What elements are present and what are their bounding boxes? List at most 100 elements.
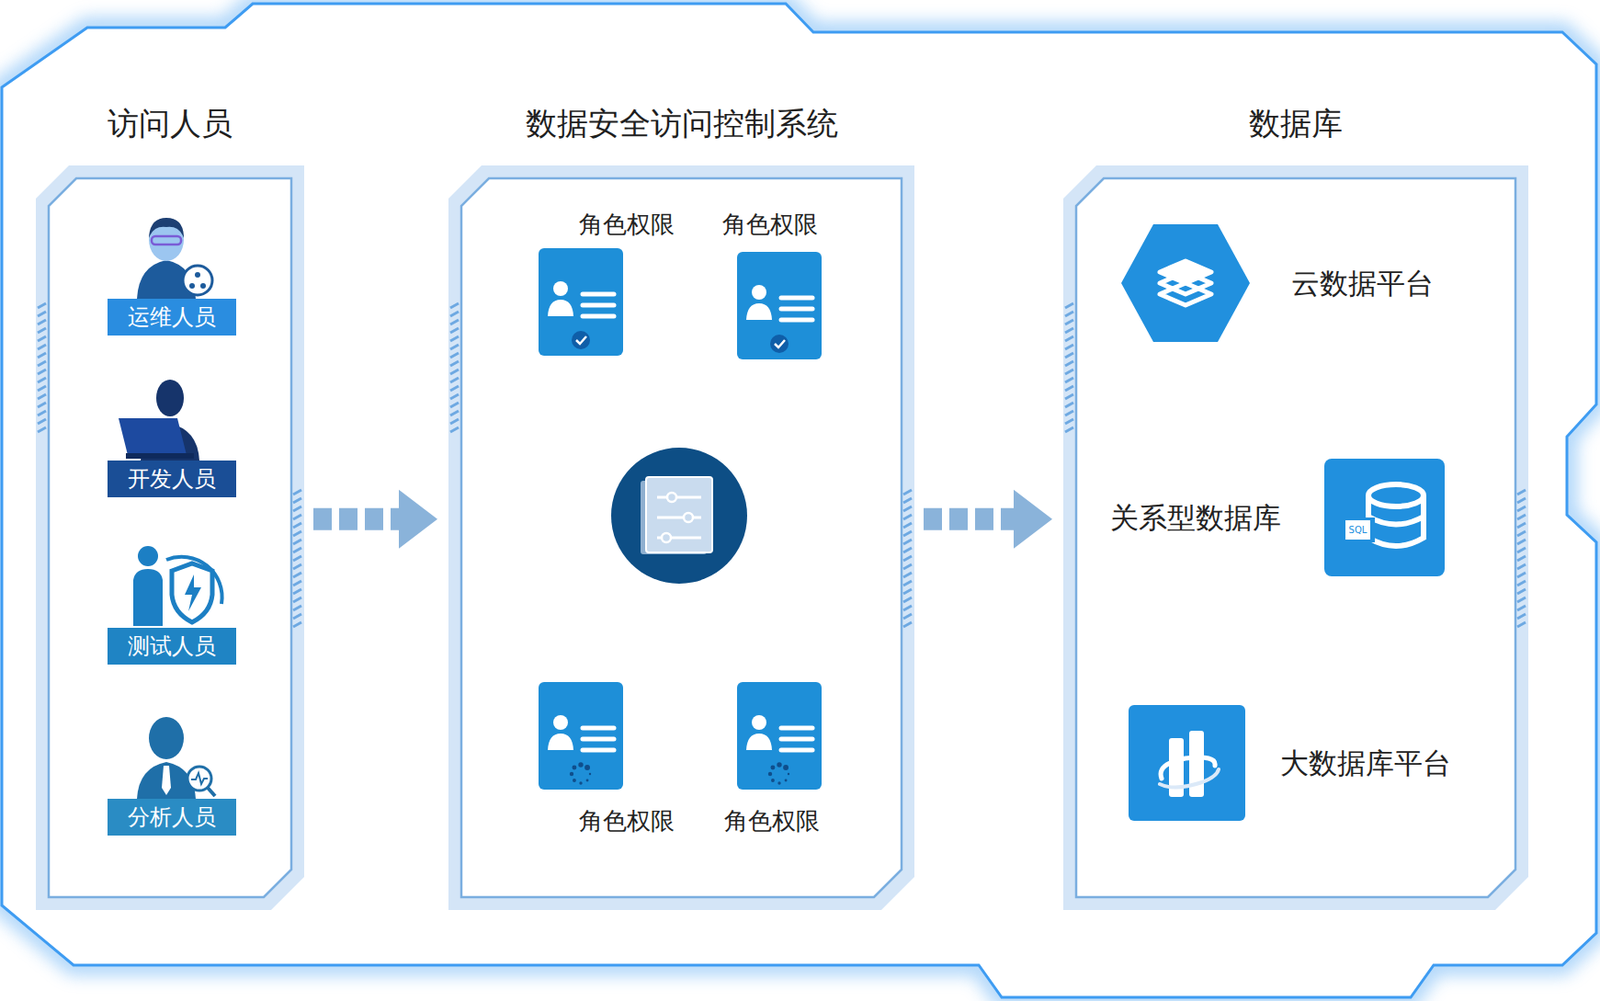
panel-stripe xyxy=(1517,539,1526,545)
panel-heading: 数据库 xyxy=(1063,102,1529,146)
panel-stripe xyxy=(450,303,459,308)
card-label: 角色权限 xyxy=(578,209,675,239)
panel-stripe xyxy=(1517,580,1526,586)
panel-stripe xyxy=(450,394,459,399)
db-icon xyxy=(1324,458,1445,577)
panel-stripe xyxy=(903,605,912,611)
card-head xyxy=(751,284,767,300)
card-label: 角色权限 xyxy=(578,805,675,836)
panel-stripe xyxy=(903,572,912,578)
panel-stripe xyxy=(450,352,459,358)
shield xyxy=(171,563,213,623)
db-label: 关系型数据库 xyxy=(1110,499,1282,536)
card-head xyxy=(553,281,568,296)
share-dot xyxy=(200,283,206,289)
person-body xyxy=(133,568,163,626)
panel-stripe xyxy=(903,580,912,586)
panel-stripe xyxy=(1517,489,1526,495)
flow-arrow xyxy=(313,489,438,549)
slider-line xyxy=(657,516,702,520)
panel-stripe xyxy=(903,597,912,602)
group-panel: 访问人员运维人员开发人员测试人员分析人员 xyxy=(35,165,305,910)
panel-stripe xyxy=(1065,303,1074,308)
db-icon xyxy=(1121,224,1250,342)
panel-stripe xyxy=(1065,385,1074,391)
slider-knob xyxy=(667,492,677,502)
panel-stripe xyxy=(37,369,46,375)
panel-stripe xyxy=(1065,377,1074,383)
card-head xyxy=(553,714,568,730)
check-mark xyxy=(774,340,785,348)
panel-frame xyxy=(448,165,915,910)
sql-tile xyxy=(1324,458,1445,577)
panel-stripe xyxy=(1065,319,1074,325)
spinner-dot xyxy=(770,764,775,770)
panel-stripe xyxy=(450,377,459,383)
panel-stripe xyxy=(293,572,302,578)
group-panel: 数据安全访问控制系统角色权限角色权限角色权限角色权限 xyxy=(448,165,915,910)
db-node: 云数据平台 xyxy=(1121,224,1434,342)
permission-card xyxy=(538,248,624,356)
card-label: 角色权限 xyxy=(724,805,820,836)
panel-stripe xyxy=(1065,352,1074,358)
card-body xyxy=(737,251,822,360)
spinner-dot xyxy=(787,772,790,775)
spinner-dot xyxy=(777,781,781,784)
panel-border xyxy=(48,178,292,897)
tie xyxy=(161,765,171,795)
panel-stripe xyxy=(293,531,302,536)
big-ring xyxy=(1159,769,1219,788)
panel-stripe xyxy=(1517,597,1526,602)
person-icon xyxy=(100,375,244,461)
card-line xyxy=(582,726,614,731)
panel-stripe xyxy=(903,498,912,503)
panel-stripe xyxy=(293,589,302,594)
control-circle xyxy=(611,447,748,584)
panel-stripe xyxy=(903,547,912,553)
panel-stripe xyxy=(450,319,459,325)
panel-stripe xyxy=(293,605,302,611)
check-mark xyxy=(576,336,587,344)
arrow-shaft xyxy=(923,508,1014,531)
panel-stripe xyxy=(1517,522,1526,528)
pulse xyxy=(191,772,208,784)
panel-stripe xyxy=(293,556,302,561)
spinner-dot xyxy=(569,771,574,776)
panel-stripe xyxy=(293,514,302,520)
share-dot xyxy=(189,283,195,289)
card-node: 角色权限 xyxy=(722,209,822,360)
cycle-arrow xyxy=(166,556,223,604)
spinner-dot xyxy=(768,771,772,776)
card-line xyxy=(781,726,813,731)
group-panel: 数据库云数据平台关系型数据库SQL大数据库平台 xyxy=(1063,165,1529,910)
panel-stripe xyxy=(450,311,459,317)
card-shoulders xyxy=(746,303,772,320)
flow-arrow xyxy=(923,489,1053,549)
panel-stripe xyxy=(1517,556,1526,561)
panel-stripe xyxy=(293,613,302,619)
slider-line xyxy=(657,496,702,500)
panel-stripe xyxy=(450,361,459,366)
role-tag: 分析人员 xyxy=(107,798,237,836)
big-tile xyxy=(1128,704,1246,821)
panel-stripe xyxy=(450,369,459,375)
panel-stripe xyxy=(1517,622,1526,627)
doc-front xyxy=(646,476,713,553)
panel-border xyxy=(1076,178,1516,897)
frame-border xyxy=(1,3,1597,998)
panel-stripe xyxy=(293,580,302,586)
card-line xyxy=(582,314,614,319)
role-tag: 开发人员 xyxy=(107,460,237,498)
panel-stripe xyxy=(450,385,459,391)
frame-glow xyxy=(1,3,1597,998)
slider-knob xyxy=(683,512,693,522)
card-body xyxy=(538,681,624,790)
db-node: 大数据库平台 xyxy=(1128,704,1452,821)
panel-stripe xyxy=(1065,311,1074,317)
person-head xyxy=(137,545,159,567)
card-line xyxy=(582,303,614,308)
panel-stripe xyxy=(293,564,302,569)
panel-stripe xyxy=(293,547,302,553)
person-head xyxy=(156,379,184,417)
